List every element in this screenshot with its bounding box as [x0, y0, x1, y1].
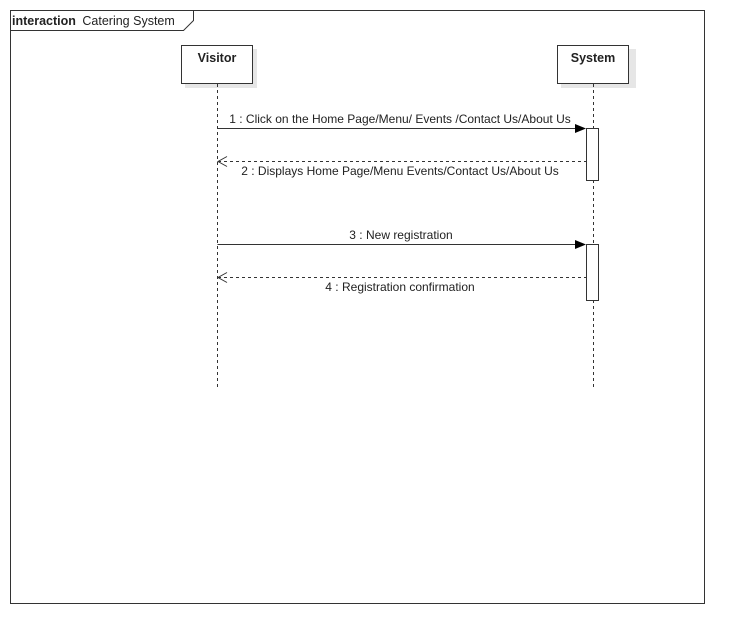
message-4-arrowhead — [216, 272, 228, 283]
visitor-head — [181, 45, 253, 84]
message-1-label: 1 : Click on the Home Page/Menu/ Events … — [229, 112, 571, 126]
system-name: System — [571, 51, 615, 65]
visitor-name: Visitor — [198, 51, 237, 65]
system-activation-1 — [586, 128, 599, 181]
frame-keyword: interaction — [12, 14, 76, 28]
message-1-arrowhead — [575, 124, 586, 133]
system-activation-2 — [586, 244, 599, 301]
frame-name: Catering System — [82, 14, 174, 28]
message-3-label: 3 : New registration — [349, 228, 452, 242]
message-2-arrowhead — [216, 156, 228, 167]
frame-label-tab — [10, 10, 194, 31]
message-2-label: 2 : Displays Home Page/Menu Events/Conta… — [241, 164, 558, 178]
system-head — [557, 45, 629, 84]
message-3-arrowhead — [575, 240, 586, 249]
interaction-frame — [10, 10, 705, 604]
frame-label: interaction Catering System — [12, 14, 175, 28]
message-4-label: 4 : Registration confirmation — [325, 280, 474, 294]
